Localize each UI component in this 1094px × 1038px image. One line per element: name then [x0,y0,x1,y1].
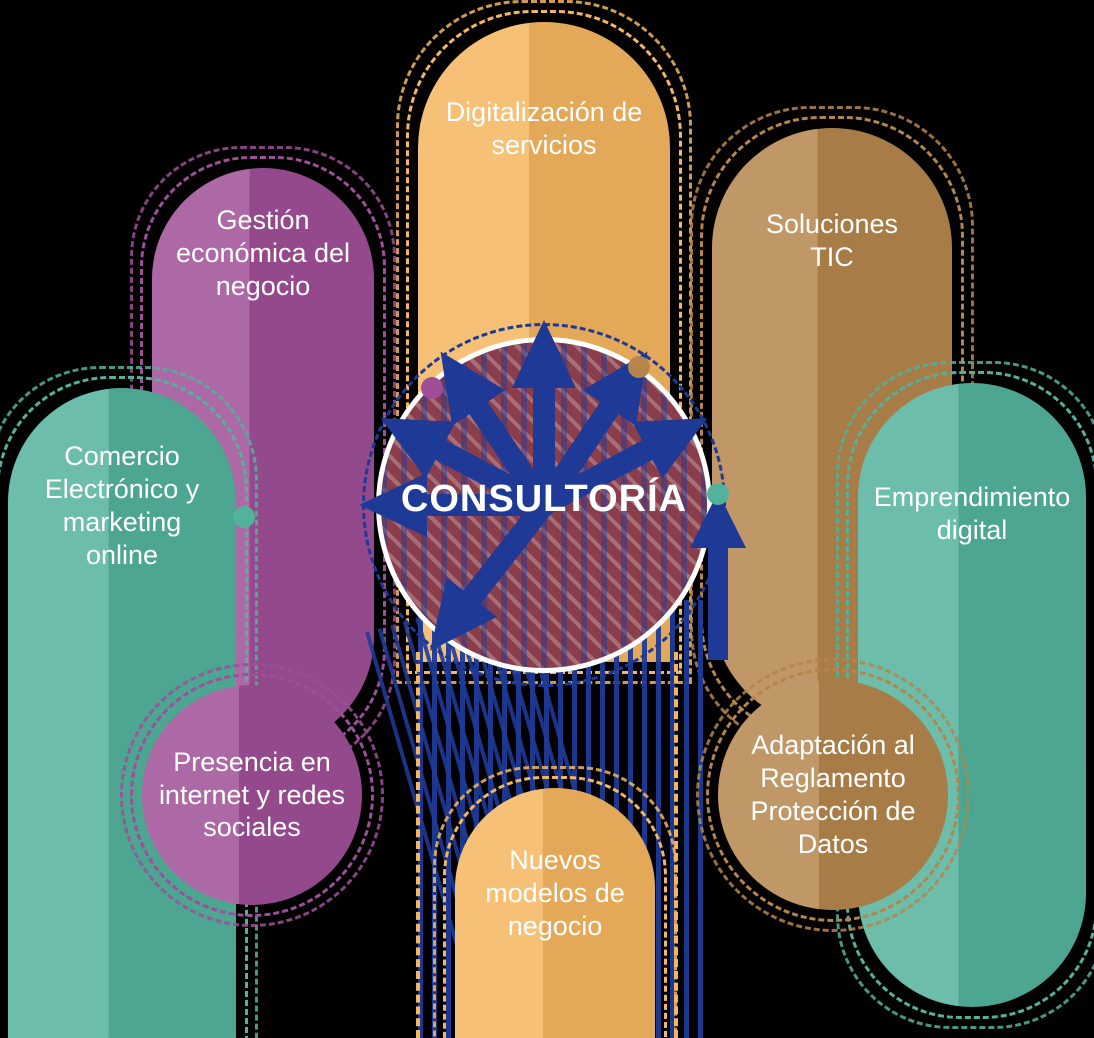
node-gestion-economica-label: Gestión económica del negocio [175,205,351,301]
node-emprendimiento-digital: Emprendimiento digital [836,361,1094,1029]
node-adaptacion-reglamento: Adaptación al Reglamento Protección de D… [696,658,970,932]
node-presencia-internet-label: Presencia en internet y redes sociales [158,746,346,843]
orange-dash-line-right [674,652,678,1038]
connector-dot-magenta [421,377,443,399]
node-emprendimiento-digital-label: Emprendimiento digital [873,482,1071,545]
node-presencia-internet: Presencia en internet y redes sociales [120,663,384,927]
center-title: CONSULTORÍA [400,478,688,520]
connector-dot-teal-left [233,506,255,528]
node-nuevos-modelos-label: Nuevos modelos de negocio [485,845,625,941]
orange-dash-line-left [416,652,420,1038]
node-comercio-electronico-label: Comercio Electrónico y marketing online [44,441,200,570]
connector-dot-tan [628,356,650,378]
node-adaptacion-reglamento-label: Adaptación al Reglamento Protección de D… [750,730,916,859]
node-nuevos-modelos: Nuevos modelos de negocio [433,766,677,1038]
node-digitalizacion-servicios-label: Digitalización de servicios [445,97,643,160]
node-soluciones-tic-label: Soluciones TIC [765,209,899,272]
node-gestion-economica: Gestión económica del negocio [130,146,396,770]
connector-dot-teal-right [707,483,729,505]
